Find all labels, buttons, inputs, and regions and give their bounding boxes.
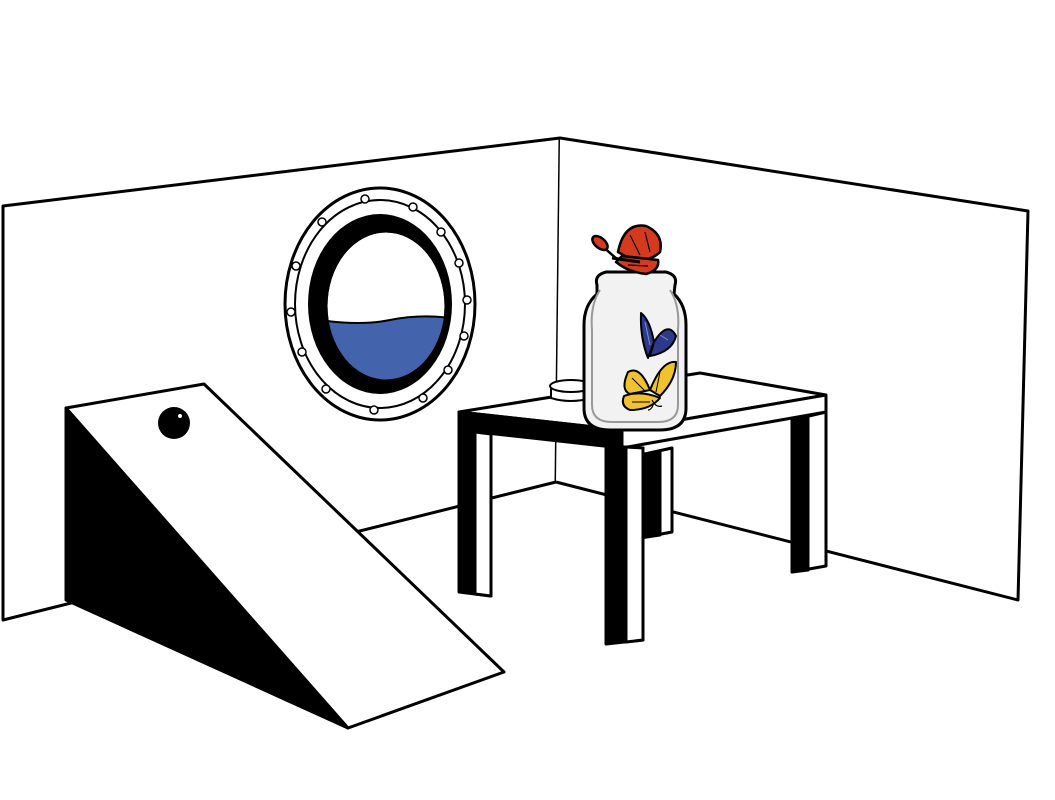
ball — [158, 407, 190, 439]
ramp-top — [64, 382, 506, 730]
yellow-butterfly — [621, 360, 677, 411]
blue-butterfly — [639, 312, 677, 359]
porthole-bolts — [286, 194, 472, 415]
right-wall — [555, 136, 1030, 602]
ramp — [64, 382, 506, 730]
red-butterfly — [591, 224, 662, 276]
porthole-window — [283, 186, 477, 422]
side-table — [457, 371, 828, 646]
